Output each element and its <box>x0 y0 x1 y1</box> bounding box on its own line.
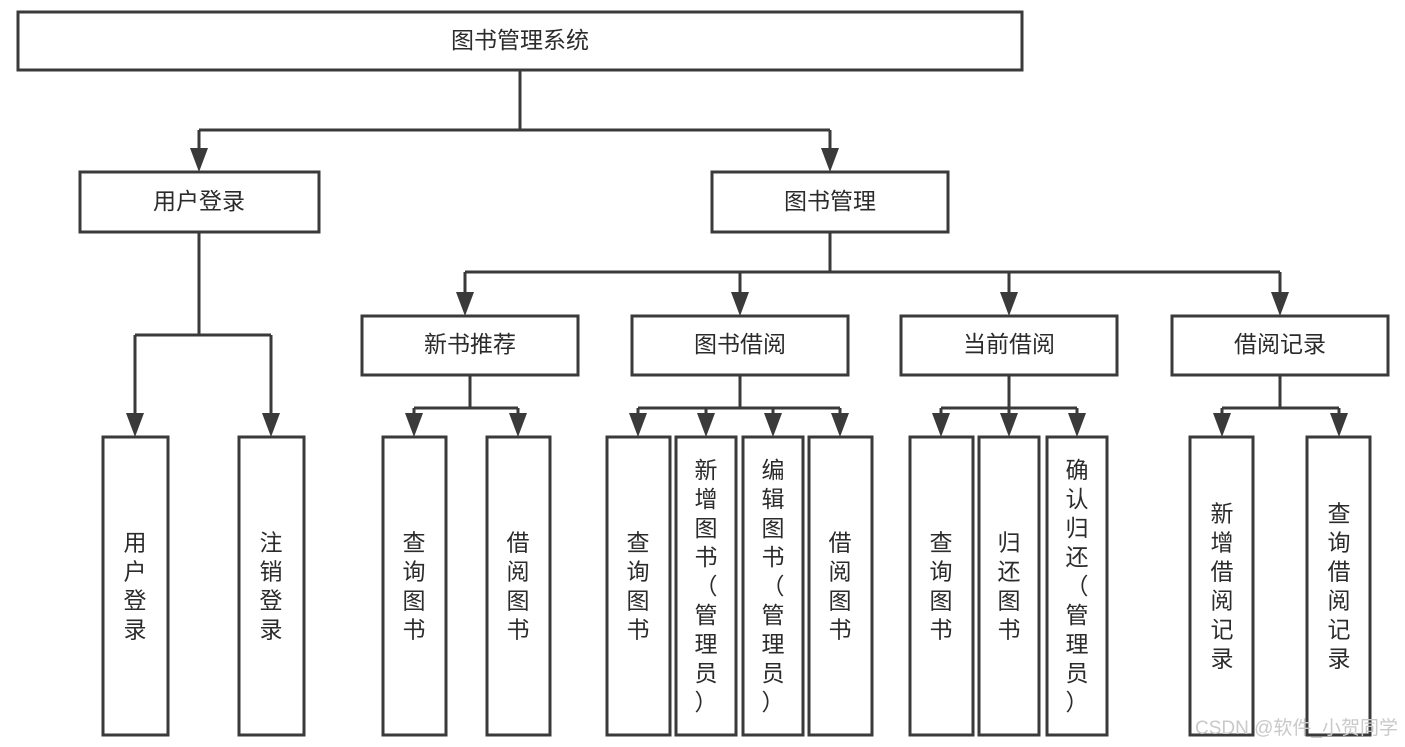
node-book-borrow-box[interactable] <box>630 314 850 377</box>
node-leaf-query-book-1-label: 查询图书 <box>403 530 426 643</box>
node-leaf-borrow-book-2-label: 借阅图书 <box>829 530 852 643</box>
node-user-login-label: 用户登录 <box>153 188 245 214</box>
node-leaf-add-book-label: 新增图书（管理员） <box>695 457 718 715</box>
node-leaf-confirm-return-box[interactable] <box>1045 435 1109 737</box>
node-leaf-query-book-2[interactable]: 查询图书 <box>605 435 672 737</box>
node-leaf-edit-book[interactable]: 编辑图书（管理员） <box>741 435 805 737</box>
arrow-leaf-user-logout <box>262 413 280 437</box>
node-user-login[interactable]: 用户登录 <box>78 170 321 234</box>
arrow-leaf-query-book-2 <box>629 413 647 437</box>
node-leaf-return-book-box[interactable] <box>977 435 1041 737</box>
arrow-leaf-edit-book <box>764 413 782 437</box>
node-leaf-query-book-2-label: 查询图书 <box>627 530 650 643</box>
arrow-to-book-borrow <box>731 292 749 316</box>
arrow-leaf-borrow-book-1 <box>509 413 527 437</box>
node-current-borrow-box[interactable] <box>899 314 1119 377</box>
node-leaf-borrow-book-2[interactable]: 借阅图书 <box>807 435 874 737</box>
node-leaf-user-login-box[interactable] <box>101 435 170 737</box>
node-leaf-query-record-label: 查询借阅记录 <box>1328 501 1351 672</box>
node-leaf-confirm-return[interactable]: 确认归还（管理员） <box>1045 435 1109 737</box>
node-new-book-recommend-box[interactable] <box>360 314 580 377</box>
node-leaf-add-book[interactable]: 新增图书（管理员） <box>674 435 738 737</box>
node-leaf-add-record[interactable]: 新增借阅记录 <box>1188 435 1255 737</box>
arrow-leaf-query-record <box>1330 413 1348 437</box>
arrow-leaf-borrow-book-2 <box>831 413 849 437</box>
node-borrow-record[interactable]: 借阅记录 <box>1170 314 1390 377</box>
connector-layer <box>126 70 1348 437</box>
arrow-leaf-user-login <box>126 413 144 437</box>
node-leaf-query-book-3[interactable]: 查询图书 <box>908 435 975 737</box>
leaf-layer: 用户登录 注销登录 查询图书 借阅图书 查询图书 新增图书（管理员） <box>101 435 1372 737</box>
node-user-login-box[interactable] <box>78 170 321 234</box>
node-book-manage[interactable]: 图书管理 <box>710 170 950 234</box>
node-leaf-borrow-book-1-box[interactable] <box>485 435 552 737</box>
arrow-leaf-return-book <box>1000 413 1018 437</box>
node-book-manage-label: 图书管理 <box>784 188 876 214</box>
node-leaf-edit-book-box[interactable] <box>741 435 805 737</box>
node-leaf-user-logout-box[interactable] <box>237 435 306 737</box>
node-leaf-query-book-3-box[interactable] <box>908 435 975 737</box>
node-borrow-record-box[interactable] <box>1170 314 1390 377</box>
node-leaf-confirm-return-label: 确认归还（管理员） <box>1066 457 1089 715</box>
node-leaf-add-book-box[interactable] <box>674 435 738 737</box>
node-book-borrow[interactable]: 图书借阅 <box>630 314 850 377</box>
node-leaf-user-logout-label: 注销登录 <box>260 530 283 643</box>
node-root-label: 图书管理系统 <box>451 27 589 53</box>
node-book-manage-box[interactable] <box>710 170 950 234</box>
node-root-box[interactable] <box>16 10 1024 72</box>
node-leaf-query-book-1-box[interactable] <box>381 435 448 737</box>
node-leaf-query-record-box[interactable] <box>1305 435 1372 737</box>
arrow-leaf-query-book-3 <box>932 413 950 437</box>
node-leaf-user-logout[interactable]: 注销登录 <box>237 435 306 737</box>
node-leaf-add-record-label: 新增借阅记录 <box>1211 501 1234 672</box>
node-leaf-return-book-label: 归还图书 <box>998 530 1021 643</box>
arrow-leaf-add-record <box>1213 413 1231 437</box>
arrow-leaf-query-book-1 <box>405 413 423 437</box>
node-leaf-edit-book-label: 编辑图书（管理员） <box>762 457 785 715</box>
node-root[interactable]: 图书管理系统 <box>16 10 1024 72</box>
node-leaf-query-book-3-label: 查询图书 <box>930 530 953 643</box>
watermark-label: CSDN @软件_小贺同学 <box>1195 717 1398 739</box>
node-book-borrow-label: 图书借阅 <box>694 331 786 357</box>
node-leaf-query-record[interactable]: 查询借阅记录 <box>1305 435 1372 737</box>
node-leaf-user-login-label: 用户登录 <box>124 530 147 643</box>
node-leaf-borrow-book-1-label: 借阅图书 <box>507 530 530 643</box>
arrow-to-new-book <box>456 292 474 316</box>
node-leaf-borrow-book-2-box[interactable] <box>807 435 874 737</box>
arrow-leaf-add-book <box>697 413 715 437</box>
node-leaf-user-login[interactable]: 用户登录 <box>101 435 170 737</box>
arrow-to-current-borrow <box>1000 292 1018 316</box>
node-new-book-recommend[interactable]: 新书推荐 <box>360 314 580 377</box>
node-leaf-query-book-1[interactable]: 查询图书 <box>381 435 448 737</box>
arrow-to-book-manage <box>821 148 839 172</box>
node-leaf-return-book[interactable]: 归还图书 <box>977 435 1041 737</box>
arrow-leaf-confirm-return <box>1068 413 1086 437</box>
arrow-to-user-login <box>190 148 208 172</box>
node-new-book-recommend-label: 新书推荐 <box>424 331 516 357</box>
node-leaf-borrow-book-1[interactable]: 借阅图书 <box>485 435 552 737</box>
node-leaf-query-book-2-box[interactable] <box>605 435 672 737</box>
node-leaf-add-record-box[interactable] <box>1188 435 1255 737</box>
node-current-borrow-label: 当前借阅 <box>963 331 1055 357</box>
node-current-borrow[interactable]: 当前借阅 <box>899 314 1119 377</box>
arrow-to-borrow-record <box>1271 292 1289 316</box>
node-borrow-record-label: 借阅记录 <box>1234 331 1326 357</box>
